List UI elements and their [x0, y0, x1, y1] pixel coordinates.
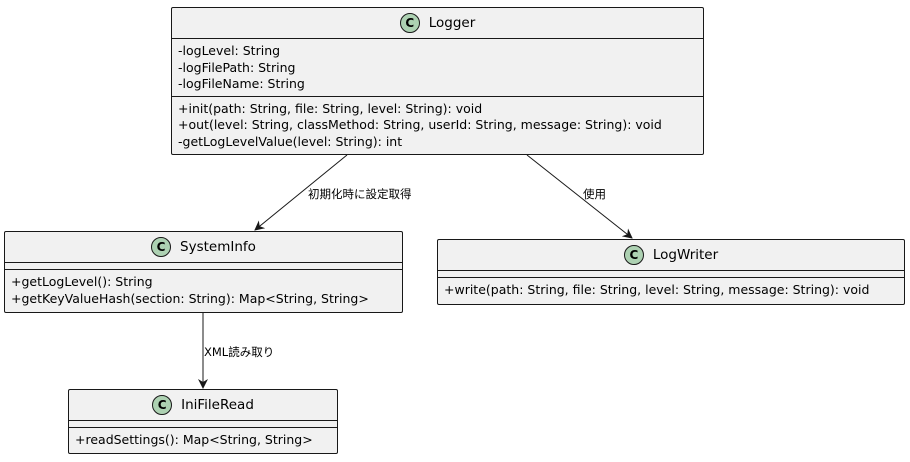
logwriter-header: C LogWriter — [438, 240, 904, 271]
method: +getKeyValueHash(section: String): Map<S… — [11, 290, 369, 306]
class-icon: C — [623, 245, 644, 265]
logwriter-class[interactable]: C LogWriter +write(path: String, file: S… — [437, 239, 905, 305]
class-name: Logger — [428, 15, 476, 31]
method: +readSettings(): Map<String, String> — [75, 432, 313, 447]
edge-label-logger-logwriter: 使用 — [583, 187, 606, 201]
logger-class[interactable]: C Logger -logLevel: String -logFilePath:… — [171, 7, 704, 155]
inifileread-header: C IniFileRead — [69, 390, 337, 421]
edge-label-logger-systeminfo: 初期化時に設定取得 — [308, 187, 412, 201]
inifileread-class[interactable]: C IniFileRead +readSettings(): Map<Strin… — [68, 389, 338, 454]
attributes-compartment — [5, 263, 402, 270]
class-icon: C — [152, 395, 173, 415]
class-name: LogWriter — [652, 247, 719, 263]
edge-logger-logwriter — [526, 154, 633, 239]
systeminfo-class[interactable]: C SystemInfo +getLogLevel(): String +get… — [4, 231, 403, 313]
method: +init(path: String, file: String, level:… — [178, 100, 483, 116]
class-icon: C — [151, 237, 172, 257]
logger-header: C Logger — [172, 8, 703, 39]
method: +out(level: String, classMethod: String,… — [178, 117, 662, 132]
methods-compartment: +write(path: String, file: String, level… — [438, 278, 904, 302]
systeminfo-header: C SystemInfo — [5, 232, 402, 263]
edge-label-systeminfo-inifileread: XML読み取り — [204, 345, 275, 359]
method: +write(path: String, file: String, level… — [444, 282, 870, 297]
methods-compartment: +getLogLevel(): String +getKeyValueHash(… — [5, 270, 402, 310]
edge-logger-systeminfo — [254, 154, 348, 231]
attributes-compartment — [438, 271, 904, 278]
attributes-compartment: -logLevel: String -logFilePath: String -… — [172, 39, 703, 97]
class-name: IniFileRead — [181, 397, 254, 413]
method: +getLogLevel(): String — [11, 274, 153, 289]
attribute: -logFilePath: String — [178, 59, 296, 75]
attribute: -logLevel: String — [178, 43, 281, 58]
attribute: -logFileName: String — [178, 76, 305, 91]
methods-compartment: +readSettings(): Map<String, String> — [69, 428, 337, 452]
attributes-compartment — [69, 421, 337, 428]
method: -getLogLevelValue(level: String): int — [178, 133, 403, 149]
class-icon: C — [399, 13, 420, 33]
methods-compartment: +init(path: String, file: String, level:… — [172, 97, 703, 154]
class-name: SystemInfo — [180, 239, 256, 255]
